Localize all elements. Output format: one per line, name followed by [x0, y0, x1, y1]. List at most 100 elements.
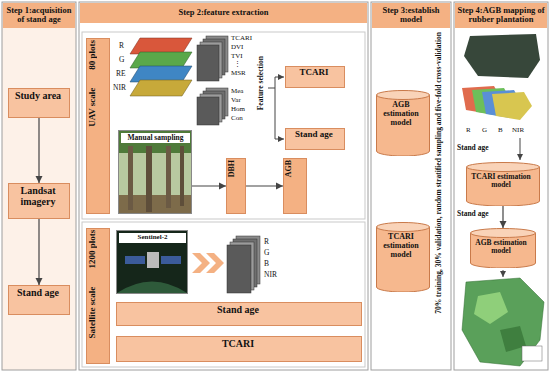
flow-connector	[38, 118, 39, 183]
figure-label: NIR	[512, 126, 524, 134]
cylinder-top	[471, 229, 536, 238]
vertical-band: UAV scale 80 plots	[86, 38, 110, 214]
tree-trunk	[166, 146, 171, 208]
text-holder: Step 4:AGB mapping of rubber plantation	[455, 3, 547, 28]
label-holder: 70% training, 30% validation, random str…	[435, 32, 443, 314]
panel-frame	[371, 2, 451, 370]
bracket-line	[275, 77, 276, 139]
node-text: Stand age	[287, 130, 341, 140]
model-cylinder: TCARI estimation model	[376, 222, 430, 292]
text-holder: Step 3:establish model	[372, 3, 450, 28]
cylinder-top	[377, 223, 430, 232]
model-cylinder: AGB estimation model	[376, 90, 430, 156]
earth-limb	[117, 282, 187, 294]
label-holder: Mea	[231, 88, 243, 95]
text-holder: Manual sampling	[121, 133, 190, 143]
node-text: Stand age	[10, 287, 66, 298]
model-cylinder: AGB estimation model	[470, 228, 536, 268]
chevron-arrow	[206, 253, 224, 273]
label-holder: G	[482, 127, 487, 134]
node-text: 80 plots	[87, 40, 97, 70]
vertical-band: DBH	[226, 158, 246, 214]
map-patch	[474, 292, 508, 324]
text-holder: Sentinel-2	[119, 233, 186, 243]
figure-label: NIR	[113, 83, 126, 92]
process-box: TCARI	[116, 336, 362, 362]
tree-trunk	[146, 146, 152, 212]
figure-label: Stand age	[457, 209, 488, 218]
figure-label: Feature selection	[256, 56, 265, 110]
figure-label: Con	[231, 114, 243, 122]
label-holder: TVI	[231, 53, 243, 60]
vertical-band: AGB	[283, 158, 307, 214]
text-holder: AGB estimation model	[471, 229, 531, 256]
node-text: TCARI estimation model	[377, 233, 425, 259]
bracket-line	[268, 88, 275, 89]
figure-label: Var	[231, 96, 241, 104]
node-text: DBH	[227, 160, 236, 177]
cylinder-top	[467, 163, 540, 172]
node-text: AGB estimation model	[471, 239, 531, 256]
text-holder: TCARI	[118, 338, 358, 349]
label-holder: Var	[231, 97, 241, 104]
label-holder: Stand age	[457, 144, 488, 152]
figure-label: G	[482, 126, 487, 134]
satellite-body	[147, 252, 159, 268]
process-box: Stand age	[285, 128, 345, 150]
text-holder: Step 2:feature extraction	[80, 3, 367, 23]
field-photo	[119, 131, 191, 213]
label-holder: B	[498, 127, 503, 134]
label-holder: R	[466, 127, 471, 134]
band-layer	[227, 245, 251, 293]
figure-label: NIR	[264, 270, 277, 279]
map-legend-box	[522, 346, 542, 361]
flow-connector	[246, 185, 283, 186]
flow-connector	[38, 219, 39, 285]
figure-label: ⋮	[234, 60, 241, 68]
label-holder: TCARI	[231, 35, 252, 42]
texture-layer	[197, 97, 219, 125]
text-holder: UAV scale 80 plots	[88, 40, 108, 127]
study-area-image	[464, 34, 540, 78]
solar-panel	[125, 256, 145, 264]
agb-map	[462, 278, 544, 366]
label-holder: R	[264, 238, 269, 246]
step-panel: Step 4:AGB mapping of rubber plantationT…	[454, 2, 548, 370]
model-cylinder: TCARI estimation model	[466, 162, 540, 206]
step-panel: Step 1:acquisition of stand ageStudy are…	[2, 2, 76, 370]
field-photo-box: Manual sampling	[118, 130, 192, 214]
figure-label: B	[264, 259, 269, 268]
text-holder: DBH	[228, 160, 244, 177]
node-text: Manual sampling	[123, 134, 188, 142]
node-text: Landsat imagery	[10, 185, 66, 207]
figure-label: B	[498, 126, 503, 134]
figure-label: TCARI	[231, 34, 252, 42]
label-holder: NIR	[113, 84, 126, 92]
text-holder: TCARI estimation model	[467, 163, 535, 190]
band-image	[130, 52, 192, 68]
step-heading: Step 3:establish model	[372, 3, 450, 28]
figure-label: G	[264, 248, 269, 257]
text-holder: AGB estimation model	[377, 91, 425, 127]
band-image	[130, 80, 192, 96]
section-frame	[82, 32, 365, 219]
panel-frame	[454, 2, 548, 370]
figure-label: DVI	[231, 43, 243, 51]
figure-label: RE	[116, 69, 126, 78]
panel-frame	[2, 2, 76, 370]
flow-arrow	[520, 138, 521, 160]
node-text: TCARI	[118, 338, 358, 349]
text-holder: Stand age	[287, 130, 341, 140]
node-text: UAV scale	[87, 88, 97, 127]
label-holder: G	[119, 56, 124, 64]
text-holder: TCARI estimation model	[377, 223, 425, 259]
figure-label: MSR	[231, 69, 246, 77]
process-box: Landsat imagery	[8, 183, 70, 219]
flow-arrow	[503, 270, 504, 277]
chevron-arrow	[192, 253, 210, 273]
cylinder-top	[377, 91, 430, 100]
label-holder: DVI	[231, 44, 243, 51]
text-holder: Stand age	[10, 287, 66, 298]
label-holder: NIR	[264, 271, 277, 279]
label-holder: ⋮	[234, 61, 241, 68]
